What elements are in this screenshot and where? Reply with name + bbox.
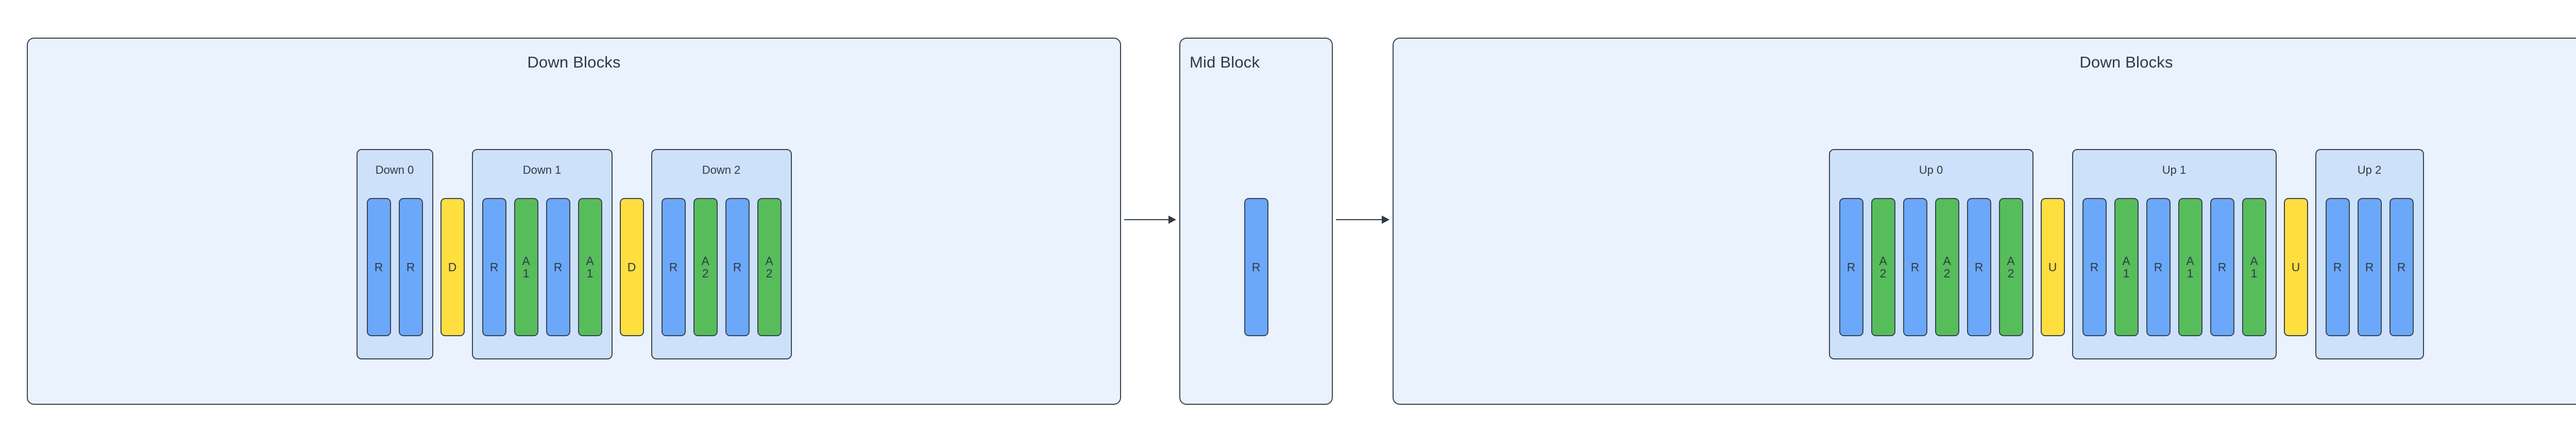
block-label-line2: 2 [1943, 267, 1951, 280]
block-label-line2: 1 [522, 267, 530, 280]
block-label: R [1846, 260, 1856, 274]
block-label: R [374, 260, 383, 274]
block-label-line2: 1 [2123, 267, 2130, 280]
block-label: R [2217, 260, 2227, 274]
block-label: U [2048, 260, 2057, 274]
resnet-block[interactable]: R [2389, 198, 2414, 336]
resnet-block[interactable]: R [2325, 198, 2350, 336]
group-title: Down 2 [702, 163, 741, 176]
block-label-line2: 2 [2007, 267, 2014, 280]
block-label-line1: A [2250, 254, 2258, 268]
sampler-slot: U [2283, 149, 2308, 359]
resnet-block[interactable]: R [2357, 198, 2382, 336]
group-title: Up 1 [2162, 163, 2187, 176]
resnet-block[interactable]: R [1244, 198, 1268, 336]
down-blocks-title: Down Blocks [527, 53, 621, 71]
block-label: R [2333, 260, 2342, 274]
resnet-block[interactable]: R [366, 198, 391, 336]
block-label: D [627, 260, 636, 274]
sampler-slot: D [619, 149, 644, 359]
sampler-slot: D [440, 149, 465, 359]
group-title: Up 0 [1919, 163, 1943, 176]
resnet-block[interactable]: R [1967, 198, 1991, 336]
block-label: R [1910, 260, 1920, 274]
block-label: R [733, 260, 742, 274]
block-label: R [489, 260, 499, 274]
sampler-block[interactable]: U [2040, 198, 2065, 336]
block-label: U [2291, 260, 2300, 274]
block-label-line1: A [1879, 254, 1887, 268]
block-label: R [2090, 260, 2099, 274]
block-group-up-2[interactable]: Up 2 R R R [2315, 149, 2424, 359]
block-label: R [553, 260, 563, 274]
block-label-line2: 2 [1879, 267, 1887, 280]
resnet-block[interactable]: R [725, 198, 750, 336]
block-label-line1: A [1943, 254, 1951, 268]
block-label: R [2365, 260, 2374, 274]
sampler-block[interactable]: D [619, 198, 644, 336]
resnet-block[interactable]: R [482, 198, 506, 336]
resnet-block[interactable]: R [661, 198, 686, 336]
block-label-line1: A [2122, 254, 2130, 268]
group-title: Down 0 [375, 163, 414, 176]
block-label: R [669, 260, 678, 274]
block-label-line2: 2 [766, 267, 773, 280]
block-label: R [2397, 260, 2406, 274]
resnet-block[interactable]: R [546, 198, 570, 336]
block-label-line1: A [586, 254, 594, 268]
resnet-block[interactable]: R [1903, 198, 1927, 336]
group-title: Down 1 [522, 163, 562, 176]
block-label: R [1251, 260, 1261, 274]
block-label-line2: 2 [702, 267, 709, 280]
sampler-block[interactable]: U [2283, 198, 2308, 336]
resnet-block[interactable]: R [2082, 198, 2107, 336]
block-group-down-0[interactable]: Down 0 R R [356, 149, 433, 359]
block-label: R [1974, 260, 1984, 274]
mid-block-title: Mid Block [1190, 53, 1260, 71]
group-title: Up 2 [2357, 163, 2382, 176]
block-label-line1: A [2186, 254, 2194, 268]
up-blocks-title: Down Blocks [2079, 53, 2173, 71]
mid-block-row: R [1180, 149, 1332, 359]
block-label-line1: A [701, 254, 709, 268]
block-label-line1: A [765, 254, 773, 268]
block-label-line1: A [2007, 254, 2015, 268]
block-label-line2: 1 [2187, 267, 2194, 280]
sampler-slot: U [2040, 149, 2065, 359]
sampler-block[interactable]: D [440, 198, 465, 336]
resnet-block[interactable]: R [2210, 198, 2234, 336]
connector-arrow-mid-to-decoder [1336, 216, 1389, 224]
block-label-line2: 1 [2250, 267, 2258, 280]
block-label-line1: A [522, 254, 530, 268]
block-label: R [2154, 260, 2163, 274]
block-label: D [448, 260, 457, 274]
mid-block-stage: Mid Block R [1179, 38, 1333, 405]
block-label-line2: 1 [586, 267, 594, 280]
resnet-block[interactable]: R [1839, 198, 1863, 336]
resnet-block[interactable]: R [398, 198, 423, 336]
connector-arrow-encoder-to-mid [1124, 216, 1176, 224]
block-label: R [406, 260, 415, 274]
resnet-block[interactable]: R [2146, 198, 2171, 336]
